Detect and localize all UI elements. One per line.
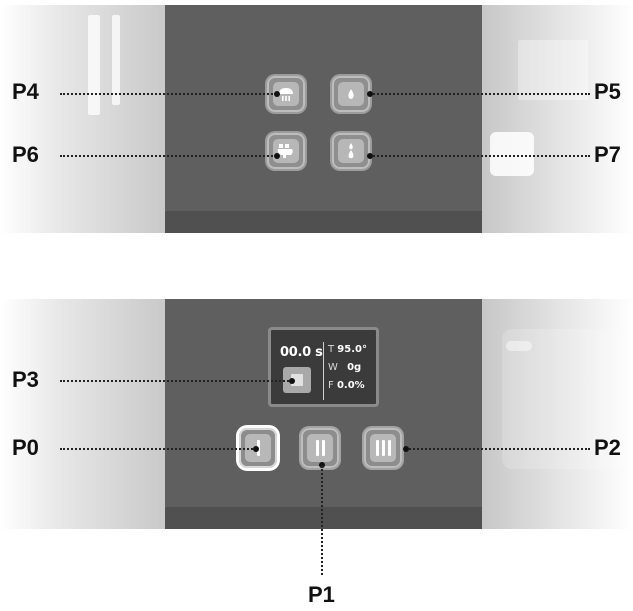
callout-p5-dot: [367, 91, 373, 97]
callout-p6-label: P6: [12, 142, 39, 167]
callout-p0-dot: [253, 446, 259, 452]
flow-value: 0.0%: [336, 380, 365, 391]
weight-row: W 0g: [328, 362, 361, 373]
weight-value: 0g: [347, 362, 362, 373]
callout-p4-label: P4: [12, 79, 39, 104]
callout-p5-line: [370, 93, 590, 95]
left-device-ghost-bottom: [0, 299, 165, 529]
p4-shower-button[interactable]: [267, 76, 305, 112]
callout-p3-dot: [289, 378, 295, 384]
display-separator: [323, 342, 324, 400]
temperature-row: T 95.0°: [328, 344, 367, 355]
callout-p7-dot: [367, 153, 373, 159]
callout-p7-label: P7: [594, 142, 621, 167]
callout-p6-line: [60, 155, 277, 157]
p6-steam-button[interactable]: [267, 133, 305, 169]
temperature-value: 95.0°: [337, 344, 367, 355]
callout-p1-line: [321, 465, 323, 575]
temperature-key: T: [328, 344, 335, 355]
callout-p4-dot: [274, 91, 280, 97]
brew-display: 00.0 s T 95.0° W 0g F 0.0%: [268, 327, 379, 407]
water-drop-icon: [348, 89, 354, 99]
callout-p5-label: P5: [594, 79, 621, 104]
callout-p6-dot: [274, 153, 280, 159]
top-panel-strip: [165, 211, 482, 233]
bottom-panel: [165, 299, 482, 529]
callout-p1-label: P1: [308, 582, 335, 607]
shot-timer: 00.0 s: [280, 345, 323, 360]
p2-program-three-button[interactable]: [364, 428, 402, 468]
callout-p7-line: [370, 155, 590, 157]
p7-double-drop-button[interactable]: [332, 133, 370, 169]
weight-key: W: [328, 362, 338, 373]
callout-p2-line: [406, 448, 590, 450]
left-device-ghost: [0, 5, 165, 233]
top-panel: [165, 5, 482, 233]
p1-program-two-button[interactable]: [301, 428, 339, 468]
callout-p3-label: P3: [12, 367, 39, 392]
callout-p0-label: P0: [12, 435, 39, 460]
steam-icon: [277, 144, 293, 158]
p5-drop-button[interactable]: [332, 76, 370, 112]
callout-p3-line: [60, 380, 292, 382]
bottom-panel-strip: [165, 507, 482, 529]
callout-p2-dot: [403, 446, 409, 452]
flow-key: F: [328, 380, 334, 391]
double-drop-icon: [348, 143, 354, 159]
callout-p2-label: P2: [594, 435, 621, 460]
shower-head-icon: [279, 88, 293, 101]
flow-row: F 0.0%: [328, 380, 365, 391]
right-device-ghost: [482, 5, 633, 233]
callout-p4-line: [60, 93, 277, 95]
right-device-ghost-bottom: [482, 299, 633, 529]
callout-p0-line: [60, 448, 256, 450]
